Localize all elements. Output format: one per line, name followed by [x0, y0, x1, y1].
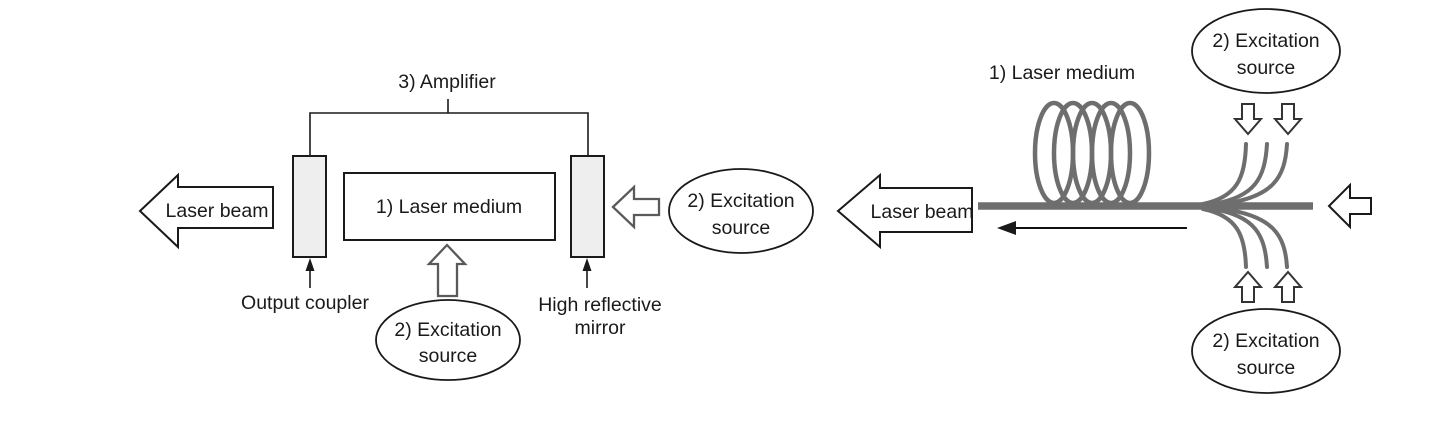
- excitation-source-bottom-line2: source: [1237, 357, 1296, 379]
- fiber-laser-medium-label: 1) Laser medium: [989, 62, 1135, 84]
- excitation-source-bottom-line1: 2) Excitation: [394, 319, 501, 341]
- excitation-source-right-ellipse: [668, 168, 814, 254]
- excitation-source-top-line1: 2) Excitation: [1212, 30, 1319, 52]
- cavity-laser-diagram: 3) Amplifier Laser beam 1) Laser medium …: [138, 71, 814, 381]
- amplifier-label: 3) Amplifier: [398, 71, 496, 93]
- excitation-source-top-ellipse: [1191, 8, 1341, 94]
- fiber-laser-beam-label: Laser beam: [871, 201, 974, 223]
- laser-medium-label: 1) Laser medium: [376, 196, 522, 218]
- pump-fibers-bottom: [1201, 207, 1289, 269]
- excitation-source-right-line2: source: [712, 217, 771, 239]
- pump-fiber-curve: [1211, 207, 1269, 269]
- laser-beam-arrow-right: [836, 172, 973, 250]
- laser-medium-box: [343, 172, 556, 241]
- pump-arrow-up-icon: [1232, 270, 1264, 303]
- excitation-source-bottom-line2: source: [419, 345, 478, 367]
- pump-arrow-down-icon: [1272, 103, 1304, 136]
- excitation-source-bottom-ellipse: [375, 299, 521, 381]
- pump-input-arrow-icon: [1327, 182, 1372, 230]
- excitation-source-top-line2: source: [1237, 57, 1296, 79]
- excitation-source-bottom-ellipse: [1191, 308, 1341, 394]
- amplifier-bracket: [309, 112, 589, 157]
- laser-beam-label: Laser beam: [166, 200, 269, 222]
- hr-mirror-pointer-head: [582, 258, 592, 271]
- high-reflective-mirror: [570, 155, 605, 258]
- pump-arrow-up-icon: [426, 243, 468, 298]
- pump-fibers-top: [1201, 142, 1289, 206]
- output-coupler-label: Output coupler: [241, 292, 369, 314]
- beam-direction-head: [997, 221, 1016, 235]
- pump-arrow-up-icon: [1272, 270, 1304, 303]
- coil-loop: [1108, 100, 1152, 206]
- pump-fiber-curve: [1201, 207, 1248, 269]
- pump-fiber-curve: [1201, 142, 1248, 206]
- pump-arrow-left-icon: [611, 184, 661, 230]
- pump-arrow-down-icon: [1232, 103, 1264, 136]
- pump-fiber-curve: [1221, 207, 1289, 269]
- output-coupler-mirror: [292, 155, 327, 258]
- pump-fiber-curve: [1221, 142, 1289, 206]
- pump-fiber-curve: [1211, 142, 1269, 206]
- output-coupler-pointer-head: [305, 258, 315, 271]
- hr-mirror-label-line2: mirror: [575, 317, 626, 339]
- excitation-source-right-line1: 2) Excitation: [687, 190, 794, 212]
- hr-mirror-label-line1: High reflective: [538, 294, 662, 316]
- fiber-laser-diagram: 1) Laser medium: [836, 8, 1372, 394]
- laser-beam-arrow-left: [138, 172, 274, 250]
- fiber-coil: [1032, 100, 1152, 206]
- excitation-source-bottom-line1: 2) Excitation: [1212, 330, 1319, 352]
- coil-loop: [1089, 100, 1133, 206]
